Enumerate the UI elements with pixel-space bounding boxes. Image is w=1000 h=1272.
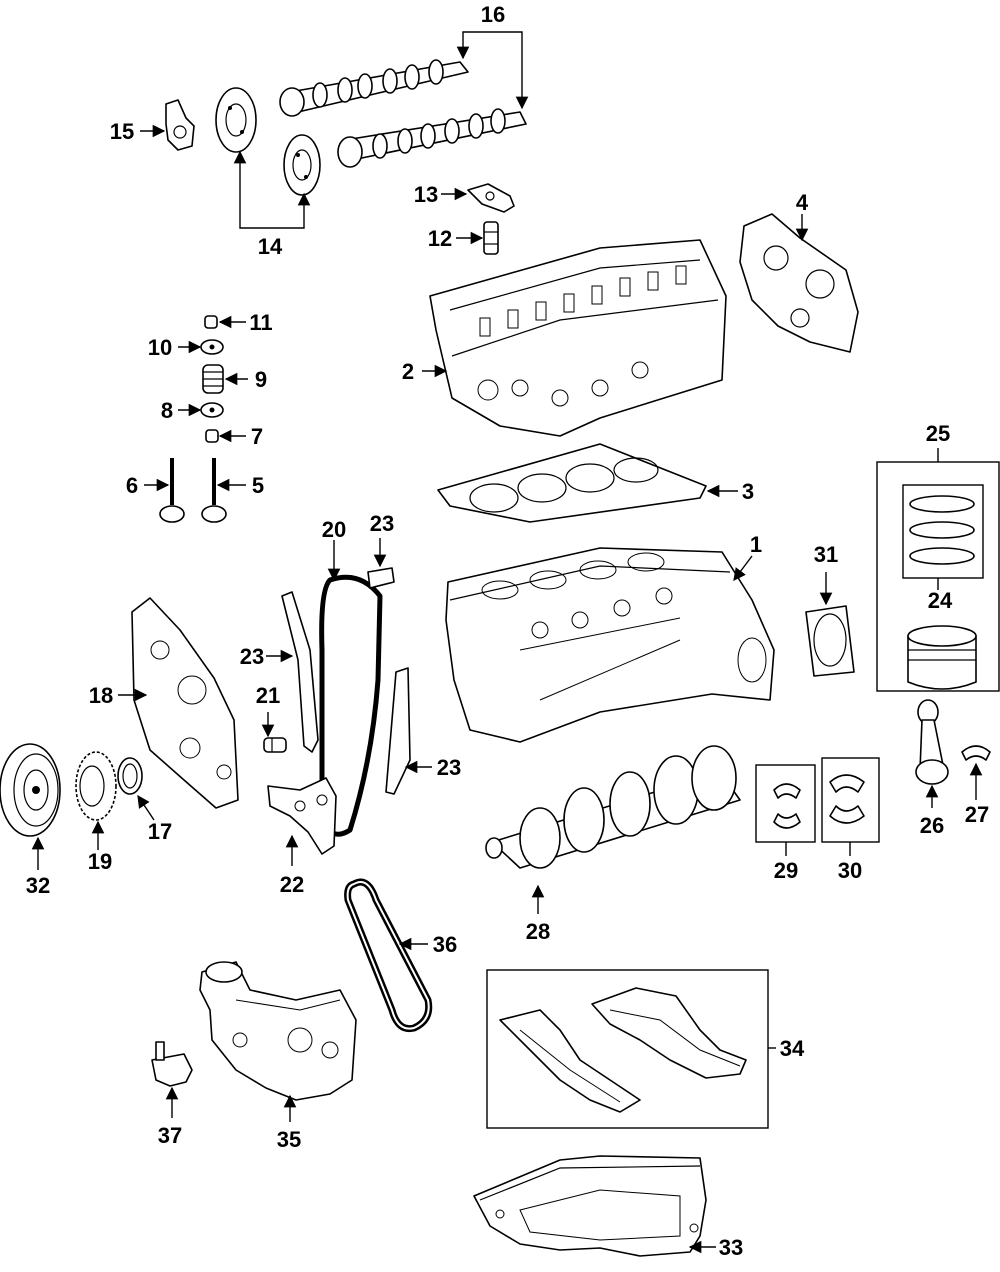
exhaust-valve bbox=[201, 458, 227, 523]
callout-17: 17 bbox=[148, 819, 172, 844]
cylinder-head bbox=[429, 239, 727, 437]
callout-34: 34 bbox=[780, 1036, 805, 1061]
callout-6: 6 bbox=[126, 473, 138, 498]
callout-23-left: 23 bbox=[240, 644, 264, 669]
bearing-box-29 bbox=[755, 764, 816, 843]
piston-rings bbox=[909, 495, 975, 565]
cam-sensor bbox=[165, 99, 195, 151]
callout-10: 10 bbox=[148, 335, 172, 360]
oil-filter-housing bbox=[199, 961, 357, 1101]
valve-keeper bbox=[204, 315, 218, 329]
head-gasket bbox=[437, 443, 707, 523]
callout-37: 37 bbox=[158, 1123, 182, 1148]
callout-3: 3 bbox=[742, 479, 754, 504]
callout-36: 36 bbox=[433, 932, 457, 957]
callout-20: 20 bbox=[322, 517, 346, 542]
callout-5: 5 bbox=[252, 473, 264, 498]
callout-19: 19 bbox=[88, 849, 112, 874]
callout-8: 8 bbox=[161, 398, 173, 423]
callout-22: 22 bbox=[280, 872, 304, 897]
rocker-arm bbox=[467, 183, 515, 213]
baffle-group-box bbox=[486, 969, 769, 1129]
oil-baffle-right bbox=[591, 987, 747, 1079]
oil-pan bbox=[473, 1155, 707, 1257]
callout-30: 30 bbox=[838, 858, 862, 883]
chain-guide-left bbox=[281, 591, 319, 753]
crank-sprocket bbox=[75, 751, 117, 821]
callout-35: 35 bbox=[277, 1127, 301, 1152]
callout-18: 18 bbox=[89, 683, 113, 708]
callout-23-top: 23 bbox=[370, 511, 394, 536]
engine-block bbox=[445, 547, 775, 743]
rear-main-seal bbox=[805, 605, 855, 677]
callout-14: 14 bbox=[258, 234, 283, 259]
camshaft-lower bbox=[337, 108, 527, 168]
front-timing-cover bbox=[131, 597, 239, 809]
callout-9: 9 bbox=[255, 367, 267, 392]
chain-guide-upper bbox=[367, 567, 395, 589]
spring-seat bbox=[200, 402, 224, 418]
ring-set-box bbox=[902, 484, 984, 579]
valve-spring bbox=[202, 364, 224, 394]
upper-timing-cover bbox=[739, 213, 859, 353]
cam-adjuster-right bbox=[283, 134, 321, 196]
callout-1: 1 bbox=[750, 532, 762, 557]
callout-27: 27 bbox=[965, 802, 989, 827]
callout-4: 4 bbox=[796, 190, 809, 215]
crank-pulley bbox=[0, 743, 61, 837]
front-crank-seal bbox=[117, 757, 143, 795]
leader-lines bbox=[31, 31, 983, 1254]
intake-valve bbox=[159, 458, 185, 523]
thrust-bearing-set bbox=[773, 783, 801, 829]
callout-7: 7 bbox=[251, 424, 263, 449]
callout-23-right: 23 bbox=[437, 755, 461, 780]
callout-28: 28 bbox=[526, 919, 550, 944]
callout-31: 31 bbox=[814, 542, 838, 567]
callout-labels: 16 15 14 13 12 4 11 10 9 2 8 7 6 5 3 25 … bbox=[26, 2, 989, 1260]
main-bearing-set bbox=[829, 774, 865, 824]
rod-bearing bbox=[961, 745, 991, 761]
callout-25: 25 bbox=[926, 421, 950, 446]
spring-retainer bbox=[200, 339, 224, 355]
callout-13: 13 bbox=[414, 182, 438, 207]
callout-29: 29 bbox=[774, 858, 798, 883]
chain-guide-right bbox=[385, 667, 411, 795]
camshaft-upper bbox=[279, 59, 469, 117]
callout-32: 32 bbox=[26, 873, 50, 898]
callout-12: 12 bbox=[428, 226, 452, 251]
callout-11: 11 bbox=[249, 310, 272, 335]
connecting-rod bbox=[915, 699, 949, 785]
callout-15: 15 bbox=[110, 119, 134, 144]
cam-adjuster-left bbox=[215, 87, 257, 153]
callout-2: 2 bbox=[402, 359, 414, 384]
oil-baffle-left bbox=[499, 1009, 641, 1113]
callout-21: 21 bbox=[256, 683, 280, 708]
crankshaft bbox=[485, 745, 741, 869]
hydraulic-lifter bbox=[483, 221, 499, 255]
valve-seal bbox=[205, 429, 219, 443]
piston bbox=[907, 625, 977, 690]
accessory-belt bbox=[344, 878, 433, 1033]
callout-16: 16 bbox=[481, 2, 505, 27]
bearing-box-30 bbox=[821, 757, 880, 843]
chain-tensioner bbox=[263, 737, 287, 753]
tensioner-rail bbox=[267, 777, 337, 855]
callout-33: 33 bbox=[719, 1235, 743, 1260]
timing-chain bbox=[319, 574, 383, 837]
callout-26: 26 bbox=[920, 813, 944, 838]
callout-24: 24 bbox=[928, 588, 953, 613]
oil-control-valve bbox=[151, 1041, 193, 1087]
